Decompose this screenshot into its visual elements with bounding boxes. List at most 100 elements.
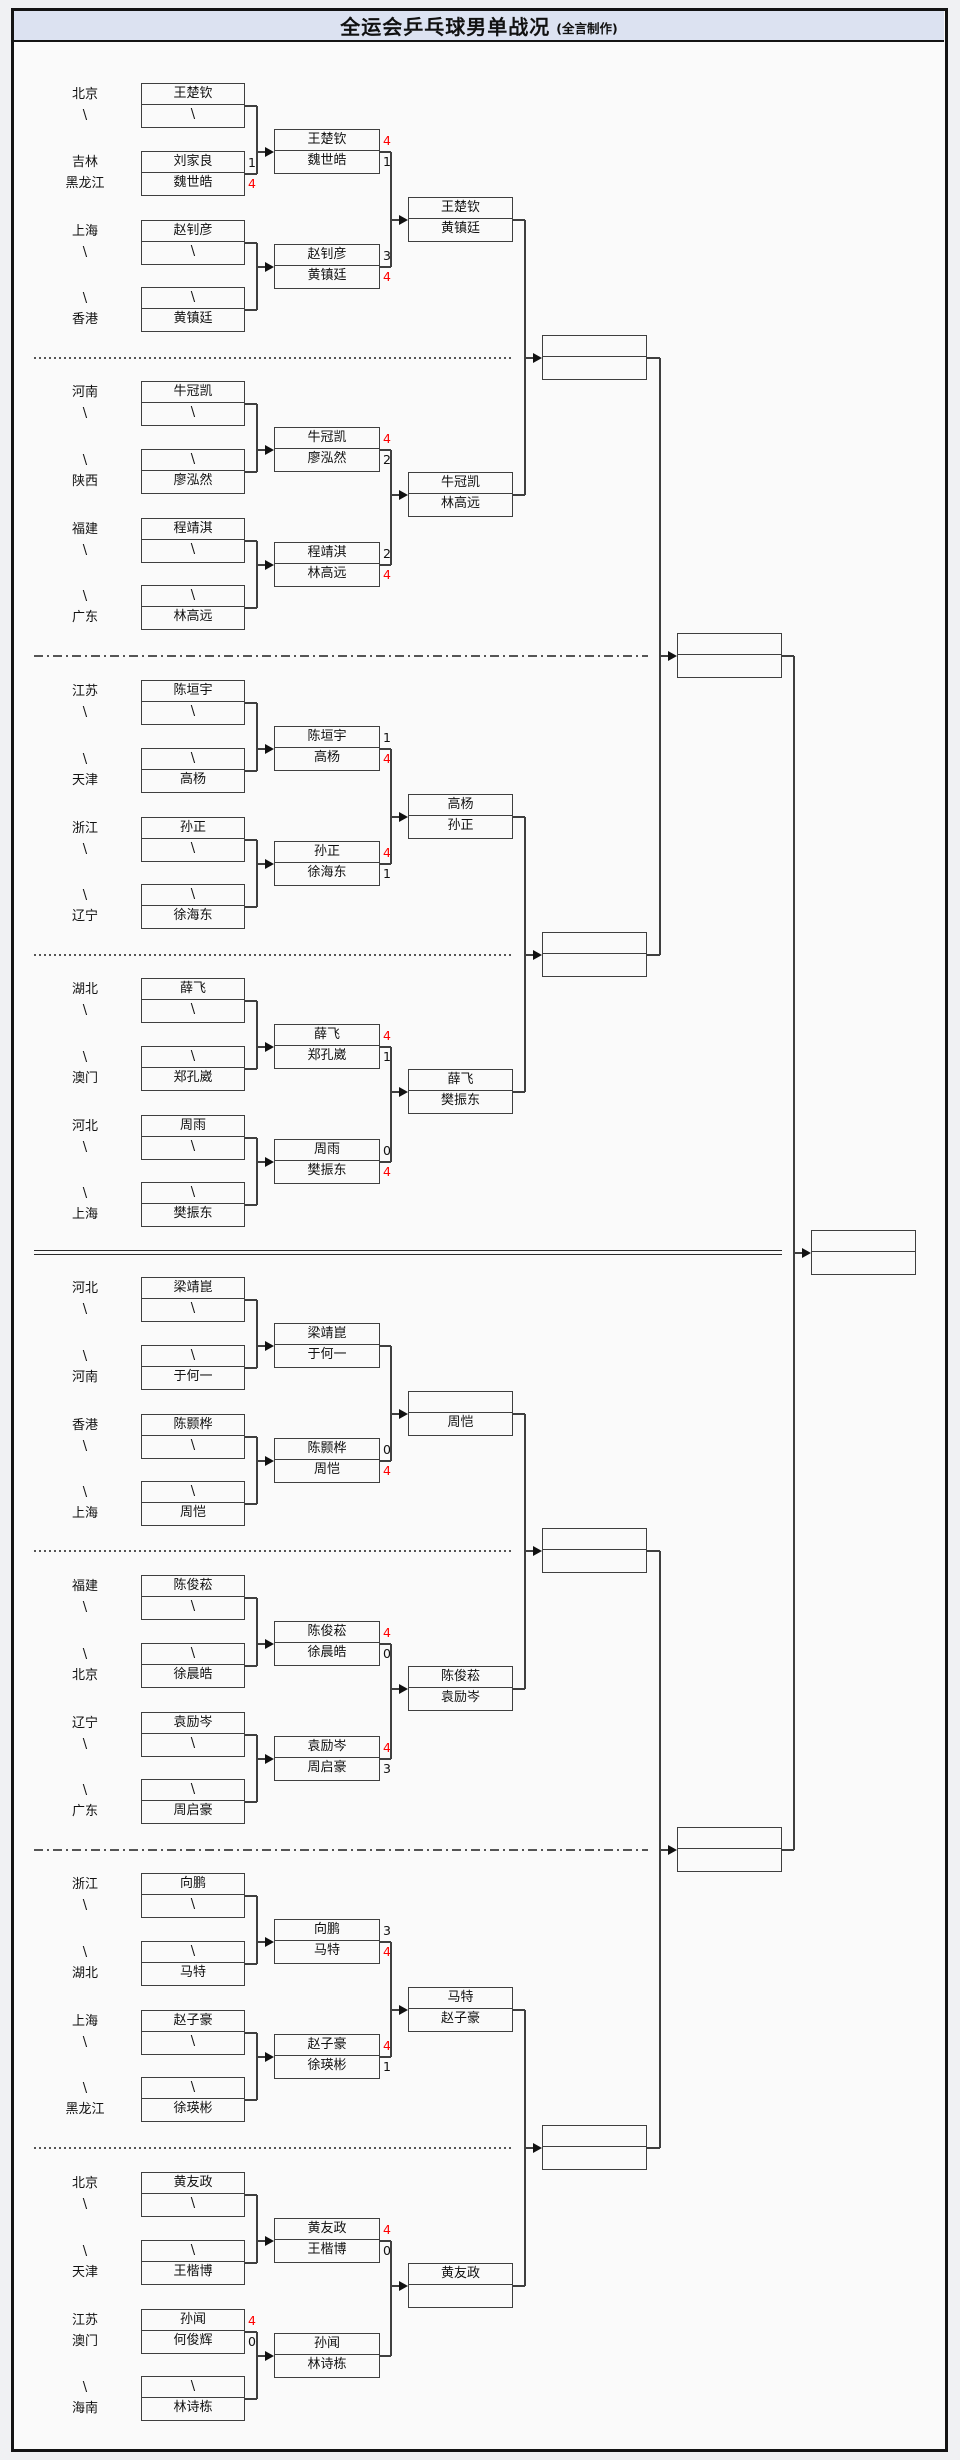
empty-cell <box>543 2146 646 2167</box>
player-cell: 赵钊彦 <box>307 247 347 262</box>
bye-label: \ <box>82 1944 88 1960</box>
first-round-box: \周启豪 <box>141 1779 245 1824</box>
connector-line-v <box>256 243 258 310</box>
connector-line-v <box>390 152 392 267</box>
first-round-box: 陈颢桦\ <box>141 1414 245 1459</box>
player-cell: 樊振东 <box>142 1203 244 1224</box>
bye-label: \ <box>82 1049 88 1065</box>
section-separator-dashdot <box>34 655 648 657</box>
second-round-box: 陈俊菘徐晨皓 <box>274 1621 380 1666</box>
advance-arrow <box>399 1409 408 1419</box>
province-label: 香港 <box>71 1417 98 1433</box>
connector-line-h <box>257 1345 267 1347</box>
player-cell: 黄镇廷 <box>275 265 379 286</box>
score-label: 4 <box>248 176 256 191</box>
bye-cell: \ <box>190 751 196 766</box>
second-round-box: 向鹏马特 <box>274 1919 380 1964</box>
connector-line-v <box>256 1300 258 1368</box>
province-label: 北京 <box>71 2175 98 2191</box>
connector-line-v <box>256 106 258 174</box>
first-round-box: 赵子豪\ <box>141 2010 245 2055</box>
player-cell: 刘家良 <box>173 154 213 169</box>
connector-line-h <box>647 954 660 956</box>
connector-line-h <box>380 2355 391 2357</box>
province-label: 上海 <box>71 2013 98 2029</box>
player-cell: 马特 <box>275 1940 379 1961</box>
first-round-box: \徐海东 <box>141 884 245 929</box>
player-cell: 何俊辉 <box>142 2330 244 2351</box>
connector-line-h <box>257 1161 267 1163</box>
score-label: 1 <box>248 154 256 170</box>
player-cell: 周恺 <box>409 1412 512 1433</box>
player-cell: 廖泓然 <box>275 448 379 469</box>
province-label: 吉林 <box>71 154 98 170</box>
player-cell: 黄镇廷 <box>142 308 244 329</box>
score-label: 1 <box>383 2059 391 2074</box>
player-cell: 廖泓然 <box>142 470 244 491</box>
player-cell: 周雨 <box>179 1118 206 1133</box>
player-cell: 高杨 <box>142 769 244 790</box>
advance-arrow <box>399 2281 408 2291</box>
advance-arrow <box>533 950 542 960</box>
score-label: 2 <box>383 452 391 467</box>
bye-label: \ <box>82 1302 88 1317</box>
advance-arrow <box>399 1087 408 1097</box>
connector-line-v <box>390 1644 392 1759</box>
player-cell: 郑孔崴 <box>275 1045 379 1066</box>
empty-cell <box>812 1251 915 1272</box>
score-label: 4 <box>383 844 391 860</box>
connector-line-h <box>245 1367 257 1369</box>
connector-line-h <box>245 906 257 908</box>
province-label: 浙江 <box>71 1876 98 1892</box>
advance-arrow <box>265 1456 274 1466</box>
quarterfinal-box <box>542 1528 647 1573</box>
player-cell: 高杨 <box>275 747 379 768</box>
bye-cell: \ <box>142 2031 244 2052</box>
connector-line-h <box>513 219 525 221</box>
connector-line-h <box>513 1688 525 1690</box>
bye-cell: \ <box>142 838 244 859</box>
player-cell: 孙正 <box>409 815 512 836</box>
province-label: 上海 <box>71 1506 98 1521</box>
province-label: 海南 <box>71 2401 98 2416</box>
connector-line-v <box>256 840 258 907</box>
player-cell: 王楚钦 <box>440 200 480 215</box>
province-label: 湖北 <box>71 1966 98 1981</box>
round-of-16-box: 陈俊菘袁励岑 <box>408 1666 513 1711</box>
province-label: 北京 <box>71 86 98 102</box>
connector-line-v <box>390 1942 392 2057</box>
player-cell: 赵子豪 <box>409 2008 512 2029</box>
player-cell: 赵子豪 <box>307 2037 347 2052</box>
score-label: 4 <box>248 2312 256 2328</box>
connector-line-h <box>380 151 391 153</box>
advance-arrow <box>399 215 408 225</box>
connector-line-h <box>245 309 257 311</box>
bye-label: \ <box>82 543 88 558</box>
player-cell: 孙闻 <box>179 2312 206 2327</box>
second-round-box: 梁靖崑于何一 <box>274 1323 380 1368</box>
first-round-box: \徐瑛彬 <box>141 2077 245 2122</box>
connector-line-h <box>245 1137 257 1139</box>
connector-line-h <box>245 403 257 405</box>
advance-arrow <box>399 1684 408 1694</box>
bye-label: \ <box>82 2379 88 2395</box>
player-cell: 林诗栋 <box>275 2354 379 2375</box>
second-round-box: 黄友政王楷博 <box>274 2218 380 2263</box>
advance-arrow <box>533 2143 542 2153</box>
connector-line-v <box>390 1346 392 1461</box>
connector-line-h <box>380 1046 391 1048</box>
connector-line-h <box>245 1895 257 1897</box>
bye-cell: \ <box>190 452 196 467</box>
first-round-box: \林高远 <box>141 585 245 630</box>
score-label: 4 <box>383 269 391 284</box>
connector-line-h <box>380 1643 391 1645</box>
page-title: 全运会乒乓球男单战况 <box>340 15 551 39</box>
first-round-box: \黄镇廷 <box>141 287 245 332</box>
player-cell: 陈颢桦 <box>307 1441 347 1456</box>
player-cell: 周恺 <box>142 1502 244 1523</box>
connector-line-h <box>257 151 267 153</box>
player-cell: 袁励岑 <box>307 1739 347 1754</box>
score-label: 1 <box>383 866 391 881</box>
connector-line-h <box>525 1550 535 1552</box>
player-cell: 牛冠凯 <box>307 430 347 445</box>
